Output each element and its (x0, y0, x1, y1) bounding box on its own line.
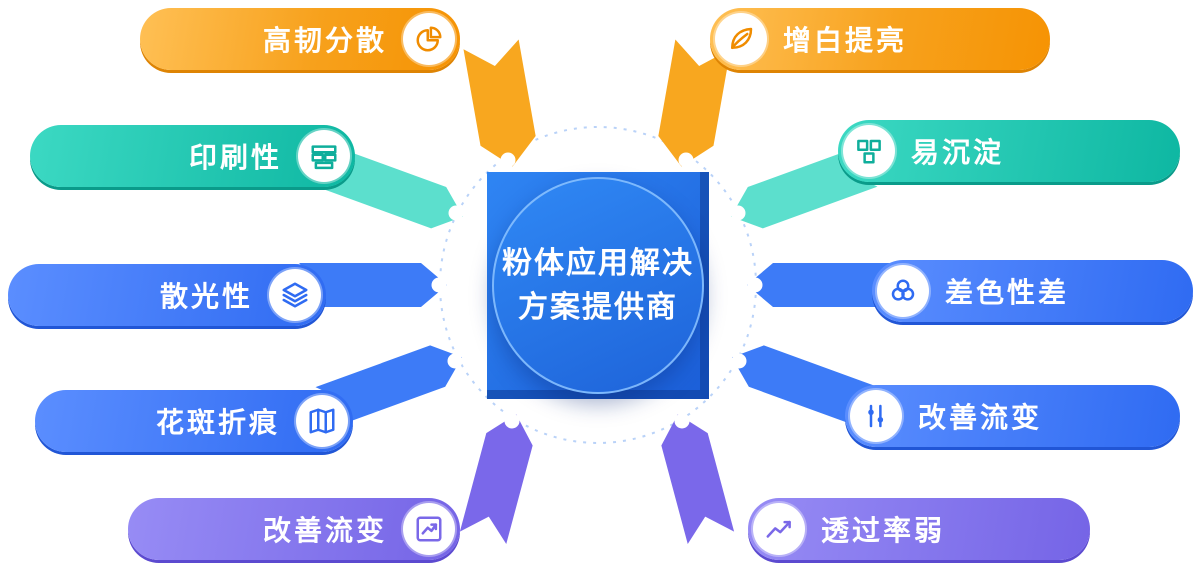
map-icon (296, 395, 348, 447)
pill-label: 增白提亮 (783, 25, 908, 56)
junction-dot (678, 152, 694, 168)
layers-icon (269, 269, 321, 321)
pill-label: 花斑折痕 (155, 407, 280, 438)
junction-dot (674, 413, 690, 429)
pill-label: 改善流变 (262, 515, 387, 546)
pill-left-huaban-zhehen: 花斑折痕 (35, 390, 353, 452)
center-title-line2: 方案提供商 (518, 290, 678, 324)
pill-right-yichendian: 易沉淀 (838, 120, 1180, 182)
pill-label: 高韧分散 (262, 25, 387, 56)
junction-dot (447, 353, 463, 369)
pill-left-sanguangxing: 散光性 (8, 264, 326, 326)
pill-label: 散光性 (159, 281, 253, 312)
blocks-icon (843, 125, 895, 177)
pill-right-touguolv-ruo: 透过率弱 (748, 498, 1090, 560)
pill-label: 易沉淀 (911, 137, 1005, 168)
pill-label: 差色性差 (945, 277, 1070, 308)
pie-chart-icon (403, 13, 455, 65)
sliders-icon (850, 390, 902, 442)
pill-left-gaishan-liubian: 改善流变 (128, 498, 460, 560)
center-square: 粉体应用解决 方案提供商 (487, 172, 709, 399)
pill-right-gaishan-liubian: 改善流变 (845, 385, 1180, 447)
pill-right-chasexing-cha: 差色性差 (872, 260, 1193, 322)
arrow-right-5 (661, 414, 735, 545)
junction-dot (504, 413, 520, 429)
pill-label: 透过率弱 (821, 515, 946, 546)
center-title-line1: 粉体应用解决 (502, 247, 694, 280)
arrow-right-2 (730, 145, 878, 229)
arrow-left-1 (463, 39, 536, 167)
pill-left-yinshuaxing: 印刷性 (30, 125, 355, 187)
leaf-icon (715, 13, 767, 65)
arrow-right-3 (747, 263, 895, 307)
arrow-left-4 (315, 345, 463, 429)
arrow-left-5 (459, 414, 533, 545)
pill-left-gaoren-fensan: 高韧分散 (140, 8, 460, 70)
arrow-right-4 (731, 345, 879, 429)
arrow-left-3 (299, 263, 447, 307)
pill-right-zengbai-tiliang: 增白提亮 (710, 8, 1050, 70)
junction-dot (500, 152, 516, 168)
line-chart-icon (753, 503, 805, 555)
print-icon (298, 130, 350, 182)
junction-dot (747, 277, 763, 293)
center-title: 粉体应用解决 方案提供商 (492, 177, 704, 394)
pill-label: 印刷性 (188, 142, 282, 173)
pill-label: 改善流变 (918, 402, 1043, 433)
arrow-right-1 (658, 39, 731, 167)
junction-dot (431, 277, 447, 293)
trend-chart-icon (403, 503, 455, 555)
venn-circles-icon (877, 265, 929, 317)
junction-dot (730, 205, 746, 221)
junction-dot (731, 353, 747, 369)
junction-dot (448, 205, 464, 221)
